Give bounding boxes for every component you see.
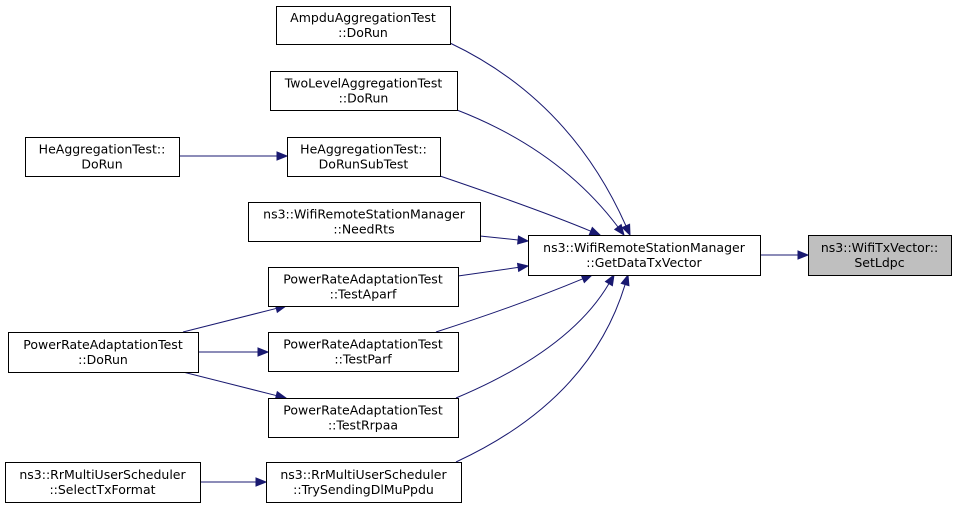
arrowhead-icon [604, 273, 615, 287]
node-heagg_run[interactable]: HeAggregationTest::DoRun [25, 137, 180, 177]
arrowhead-icon [257, 347, 270, 357]
edge-line [457, 266, 519, 277]
node-label-line: ::GetDataTxVector [586, 255, 702, 270]
node-box [25, 137, 180, 177]
node-box [266, 462, 462, 503]
arrowhead-icon [276, 151, 289, 161]
edge-line [455, 284, 626, 463]
arrowhead-icon [620, 273, 630, 287]
arrowhead-icon [797, 250, 810, 260]
arrowhead-icon [517, 235, 530, 245]
node-prat_run[interactable]: PowerRateAdaptationTest::DoRun [8, 332, 199, 373]
node-label-line: ns3::WifiRemoteStationManager [263, 207, 466, 222]
arrowhead-icon [588, 226, 602, 236]
node-parf[interactable]: PowerRateAdaptationTest::TestParf [268, 332, 459, 372]
node-box [248, 202, 481, 242]
edge-line [456, 109, 619, 228]
edge-line [182, 371, 277, 397]
nodes-layer: AmpduAggregationTest::DoRunTwoLevelAggre… [5, 6, 952, 503]
edge-heagg_sub-to-getdata [439, 175, 602, 236]
node-box [268, 267, 459, 307]
node-needrts[interactable]: ns3::WifiRemoteStationManager::NeedRts [248, 202, 481, 242]
arrowhead-icon [516, 262, 530, 273]
node-twolevel[interactable]: TwoLevelAggregationTest::DoRun [270, 71, 458, 111]
edge-parf-to-getdata [435, 274, 594, 333]
node-label-line: ::TrySendingDlMuPpdu [293, 482, 434, 497]
node-box [276, 6, 451, 45]
edge-heagg_run-to-heagg_sub [179, 151, 289, 161]
node-aparf[interactable]: PowerRateAdaptationTest::TestAparf [268, 267, 459, 307]
node-rrpaa[interactable]: PowerRateAdaptationTest::TestRrpaa [268, 398, 459, 438]
node-trysending[interactable]: ns3::RrMultiUserScheduler::TrySendingDlM… [266, 462, 462, 503]
edge-line [449, 42, 627, 227]
node-setldpc[interactable]: ns3::WifiTxVector::SetLdpc [808, 235, 952, 276]
node-label-line: PowerRateAdaptationTest [283, 272, 443, 287]
node-label-line: ns3::RrMultiUserScheduler [280, 467, 447, 482]
node-label-line: ns3::WifiTxVector:: [821, 240, 938, 255]
node-label-line: ::NeedRts [333, 222, 394, 237]
node-box [268, 332, 459, 372]
arrowhead-icon [613, 223, 625, 237]
node-box [287, 137, 441, 177]
arrowhead-icon [580, 274, 594, 284]
node-box [8, 332, 199, 373]
node-label-line: HeAggregationTest:: [300, 142, 427, 157]
node-label-line: HeAggregationTest:: [39, 142, 166, 157]
node-label-line: ::TestRrpaa [328, 418, 398, 433]
node-label-line: PowerRateAdaptationTest [283, 403, 443, 418]
node-label-line: PowerRateAdaptationTest [23, 337, 183, 352]
node-label-line: ::SelectTxFormat [49, 482, 155, 497]
edge-needrts-to-getdata [479, 235, 530, 245]
edge-line [182, 307, 277, 333]
node-label-line: ::DoRun [78, 352, 128, 367]
node-label-line: ns3::RrMultiUserScheduler [19, 467, 186, 482]
edge-selecttx-to-trysending [200, 477, 268, 487]
node-label-line: ns3::WifiRemoteStationManager [543, 240, 746, 255]
edge-line [455, 283, 610, 399]
edge-aparf-to-getdata [457, 262, 530, 277]
node-heagg_sub[interactable]: HeAggregationTest::DoRunSubTest [287, 137, 441, 177]
arrowhead-icon [255, 477, 268, 487]
node-ampdu[interactable]: AmpduAggregationTest::DoRun [276, 6, 451, 45]
node-label-line: ::TestParf [334, 352, 392, 367]
edge-rrpaa-to-getdata [455, 273, 615, 399]
edge-prat_run-to-rrpaa [182, 371, 288, 401]
edge-line [435, 278, 583, 333]
node-box [270, 71, 458, 111]
node-label-line: DoRunSubTest [319, 157, 409, 172]
node-label-line: SetLdpc [854, 255, 904, 270]
node-box [5, 462, 201, 503]
edge-prat_run-to-parf [198, 347, 270, 357]
node-label-line: ::DoRun [338, 25, 388, 40]
node-label-line: ::DoRun [339, 91, 389, 106]
node-label-line: TwoLevelAggregationTest [284, 76, 443, 91]
node-label-line: PowerRateAdaptationTest [283, 337, 443, 352]
node-label-line: AmpduAggregationTest [290, 10, 436, 25]
arrowhead-icon [621, 223, 631, 237]
edge-line [479, 235, 519, 241]
edge-ampdu-to-getdata [449, 42, 631, 237]
node-label-line: DoRun [81, 157, 122, 172]
node-box [528, 235, 761, 276]
node-selecttx[interactable]: ns3::RrMultiUserScheduler::SelectTxForma… [5, 462, 201, 503]
edge-getdata-to-setldpc [760, 250, 810, 260]
edge-twolevel-to-getdata [456, 109, 625, 237]
node-getdata[interactable]: ns3::WifiRemoteStationManager::GetDataTx… [528, 235, 761, 276]
edge-trysending-to-getdata [455, 273, 630, 463]
edge-prat_run-to-aparf [182, 303, 288, 333]
node-label-line: ::TestAparf [330, 287, 397, 302]
node-box [268, 398, 459, 438]
edge-line [439, 175, 591, 232]
edges-layer [179, 42, 810, 487]
node-box [808, 235, 952, 276]
